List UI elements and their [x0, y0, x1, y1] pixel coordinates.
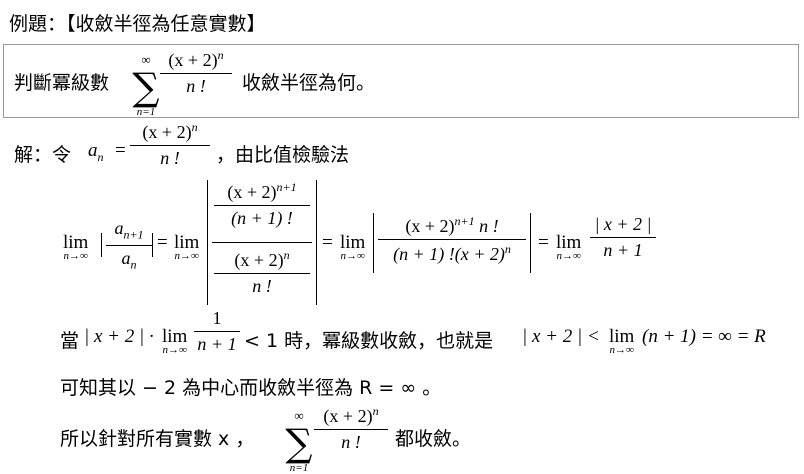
final-ratio-fraction: | x + 2 | n + 1	[590, 214, 656, 261]
problem-text: 判斷冪級數	[14, 72, 110, 94]
line5-sum-symbol: ∞ ∑ n=1	[285, 408, 313, 474]
line3-result: (n + 1) = ∞ = R	[642, 326, 766, 347]
compound-fraction-main-bar	[212, 242, 312, 243]
line3-dang: 當	[60, 330, 80, 352]
compound-fraction-top: (x + 2)n+1 (n + 1) !	[214, 180, 310, 229]
line3-abs: | x + 2 | ·	[84, 326, 154, 347]
equals-2: =	[157, 232, 168, 253]
simplified-fraction: (x + 2)n+1 n ! (n + 1) !(x + 2)n	[378, 214, 526, 265]
equals-4: =	[538, 232, 549, 253]
page-title: 例題：【收斂半徑為任意實數】	[9, 13, 266, 35]
abs-bar-2a	[207, 180, 208, 305]
abs-bar-3a	[373, 213, 374, 273]
line3-lim: lim n→∞	[162, 326, 188, 356]
lim-1: lim n→∞	[63, 232, 89, 262]
an-symbol: an	[88, 140, 104, 164]
line3-fraction: 1 n + 1	[194, 308, 240, 355]
line5-series-fraction: (x + 2)n n !	[314, 404, 388, 453]
abs-bar-2b	[316, 180, 317, 305]
line3-abs2: | x + 2 | <	[522, 326, 600, 347]
line3-lim2: lim n→∞	[609, 326, 635, 356]
an-definition-fraction: (x + 2)n n !	[130, 120, 210, 169]
problem-tail: 收斂半徑為何。	[242, 72, 376, 94]
line5-text: 所以針對所有實數 x ，	[60, 428, 255, 450]
line3-condition: < 1 時，冪級數收斂，也就是	[244, 330, 494, 352]
solution-label: 解：令	[14, 144, 72, 166]
line4-conclusion: 可知其以 − 2 為中心而收斂半徑為 R = ∞ 。	[60, 377, 442, 399]
lim-4: lim n→∞	[556, 232, 582, 262]
ratio-fraction: an+1 an	[106, 218, 152, 272]
abs-bar-1a	[101, 233, 102, 257]
lim-3: lim n→∞	[340, 232, 366, 262]
equals-3: =	[322, 232, 333, 253]
problem-sum-symbol: ∞ ∑ n=1	[132, 52, 160, 118]
problem-box	[3, 44, 799, 118]
abs-bar-1b	[152, 233, 153, 257]
problem-series-fraction: (x + 2)n n !	[160, 48, 232, 97]
abs-bar-3b	[530, 213, 531, 273]
equals-sign: =	[115, 140, 126, 161]
line5-tail: 都收斂。	[395, 428, 472, 450]
lim-2: lim n→∞	[174, 232, 200, 262]
compound-fraction-bottom: (x + 2)n n !	[214, 248, 310, 297]
ratio-test-text: ，由比值檢驗法	[216, 144, 350, 166]
